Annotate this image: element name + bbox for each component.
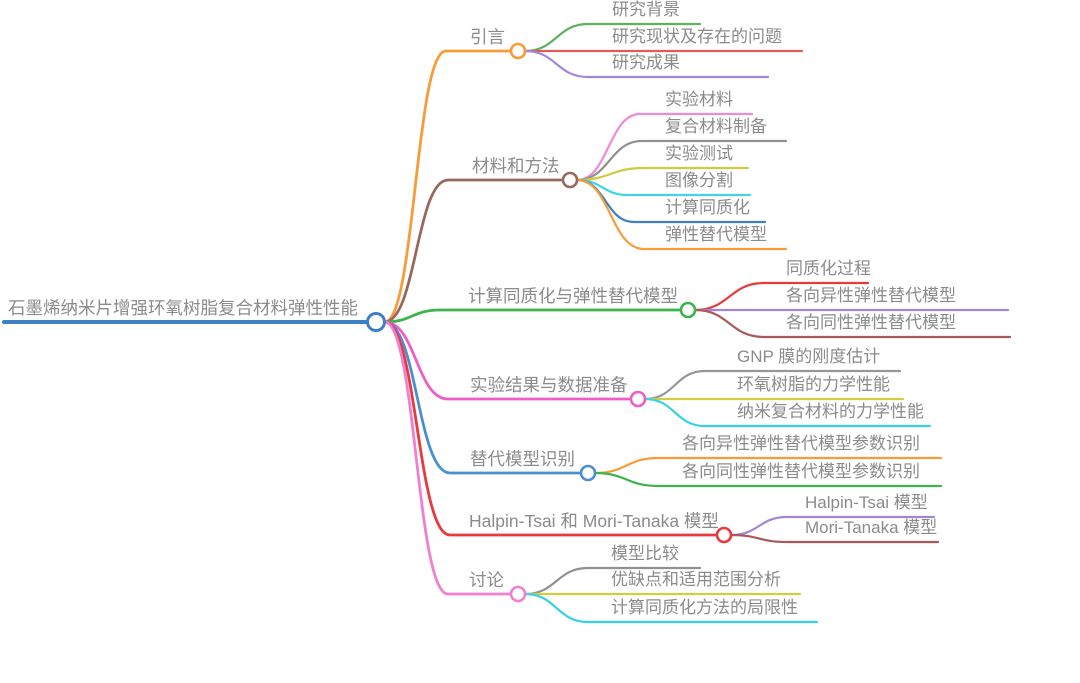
branch-4-label[interactable]: 替代模型识别: [470, 449, 575, 469]
connector-line: [523, 49, 770, 79]
child-3-0-label[interactable]: GNP 膜的刚度估计: [737, 347, 881, 366]
connector-line: [383, 320, 631, 401]
branch-3-label[interactable]: 实验结果与数据准备: [470, 375, 628, 395]
child-2-0-label[interactable]: 同质化过程: [786, 259, 871, 278]
connector-line: [383, 320, 581, 475]
child-1-4-label[interactable]: 计算同质化: [665, 198, 750, 217]
child-0-2-label[interactable]: 研究成果: [612, 53, 680, 72]
connector-line: [643, 369, 902, 401]
child-1-3-label[interactable]: 图像分割: [665, 171, 733, 190]
branch-5-label[interactable]: Halpin-Tsai 和 Mori-Tanaka 模型: [469, 511, 719, 531]
child-0-0-label[interactable]: 研究背景: [612, 0, 680, 19]
branch-0-label[interactable]: 引言: [470, 27, 505, 47]
connector-line: [383, 178, 563, 324]
collapse-toggle[interactable]: [629, 390, 647, 408]
child-2-1-label[interactable]: 各向异性弹性替代模型: [786, 286, 956, 305]
child-4-0-label[interactable]: 各向异性弹性替代模型参数识别: [682, 434, 920, 453]
collapse-toggle[interactable]: [366, 312, 386, 332]
connector-line: [575, 166, 750, 182]
connector-line: [523, 592, 819, 624]
root-topic-label[interactable]: 石墨烯纳米片增强环氧树脂复合材料弹性性能: [8, 298, 358, 318]
connector-line: [729, 533, 940, 544]
connector-line: [383, 320, 512, 596]
child-6-1-label[interactable]: 优缺点和适用范围分析: [611, 570, 781, 589]
connector-line: [693, 308, 1012, 339]
branch-1-label[interactable]: 材料和方法: [472, 156, 560, 176]
child-1-2-label[interactable]: 实验测试: [665, 144, 733, 163]
child-1-1-label[interactable]: 复合材料制备: [665, 117, 767, 136]
connector-line: [575, 178, 788, 251]
branch-6-label[interactable]: 讨论: [469, 570, 504, 590]
connector-line: [575, 139, 788, 182]
child-6-0-label[interactable]: 模型比较: [611, 544, 679, 563]
child-4-1-label[interactable]: 各向同性弹性替代模型参数识别: [682, 462, 920, 481]
child-1-0-label[interactable]: 实验材料: [665, 90, 733, 109]
collapse-toggle[interactable]: [679, 301, 697, 319]
collapse-toggle[interactable]: [579, 464, 597, 482]
child-6-2-label[interactable]: 计算同质化方法的局限性: [611, 598, 798, 617]
branch-2-label[interactable]: 计算同质化与弹性替代模型: [468, 286, 678, 306]
child-0-1-label[interactable]: 研究现状及存在的问题: [612, 27, 782, 46]
connector-line: [593, 471, 943, 488]
connector-line: [643, 397, 932, 428]
child-3-2-label[interactable]: 纳米复合材料的力学性能: [737, 402, 924, 421]
child-5-0-label[interactable]: Halpin-Tsai 模型: [805, 493, 928, 512]
connector-line: [575, 112, 754, 182]
connector-line: [383, 320, 717, 537]
connector-line: [383, 308, 681, 324]
collapse-toggle[interactable]: [715, 526, 733, 544]
collapse-toggle[interactable]: [509, 585, 527, 603]
collapse-toggle[interactable]: [509, 42, 527, 60]
child-2-2-label[interactable]: 各向同性弹性替代模型: [786, 313, 956, 332]
child-1-5-label[interactable]: 弹性替代模型: [665, 225, 767, 244]
connector-line: [383, 49, 512, 324]
collapse-toggle[interactable]: [561, 171, 579, 189]
child-3-1-label[interactable]: 环氧树脂的力学性能: [737, 375, 890, 394]
child-5-1-label[interactable]: Mori-Tanaka 模型: [805, 518, 938, 537]
